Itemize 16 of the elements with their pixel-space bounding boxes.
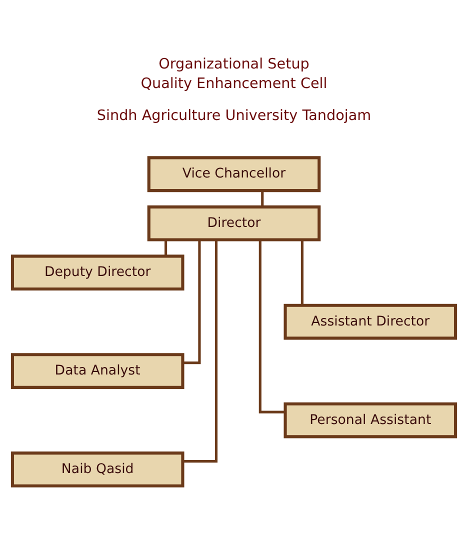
connector — [164, 240, 168, 256]
connector — [183, 239, 201, 364]
node-box: Assistant Director — [284, 303, 458, 340]
node-box: Deputy Director — [10, 254, 184, 290]
connector — [258, 239, 286, 413]
label: Sindh Agriculture University Tandojam — [96, 107, 372, 124]
node-box: Data Analyst — [10, 352, 184, 388]
connector — [261, 190, 264, 206]
node-box: Personal Assistant — [284, 402, 458, 438]
diagram-title: Organizational Setup — [158, 56, 310, 72]
node-box: Vice Chancellor — [147, 156, 321, 192]
node-box: Director — [147, 204, 321, 241]
connector — [300, 240, 304, 305]
label: Quality Enhancement Cell — [140, 76, 328, 92]
node-box: Naib Qasid — [10, 451, 184, 487]
connector — [182, 240, 218, 462]
